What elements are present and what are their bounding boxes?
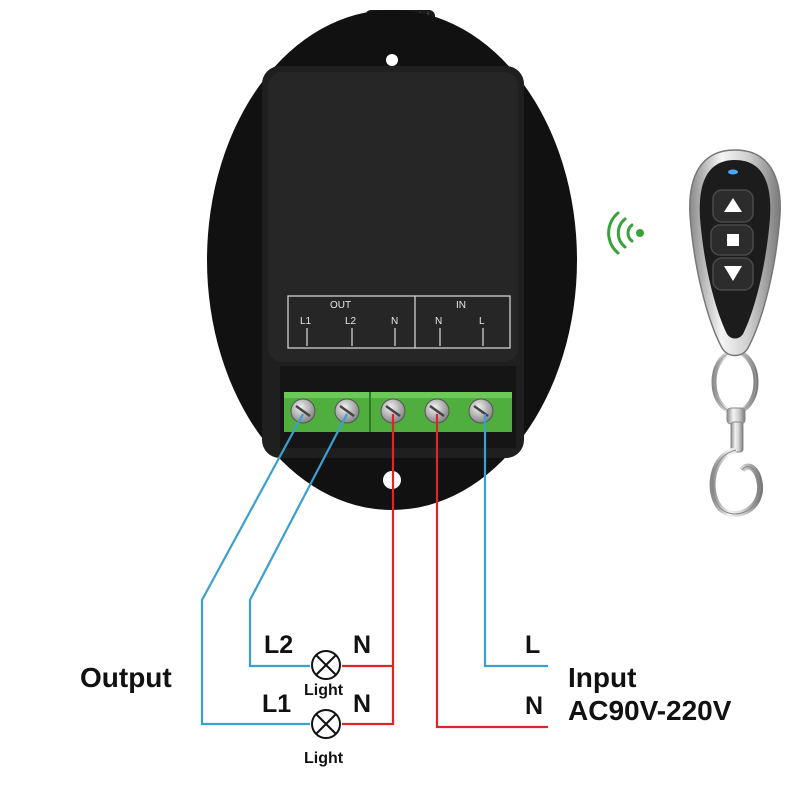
load-bottom-line-label: L1 bbox=[262, 690, 292, 718]
terminal-label-n-in: N bbox=[435, 316, 442, 327]
terminal-label-n-out: N bbox=[391, 316, 398, 327]
out-group-label: OUT bbox=[330, 300, 351, 311]
remote-down-icon bbox=[724, 266, 742, 281]
terminal-label-l1: L1 bbox=[300, 316, 312, 327]
terminal-block bbox=[280, 366, 516, 448]
load-bottom-neutral-label: N bbox=[353, 690, 372, 718]
wire-l-in bbox=[483, 414, 548, 668]
input-neutral-label: N bbox=[525, 692, 544, 720]
remote-stop-icon bbox=[727, 234, 739, 246]
wire-n-in bbox=[435, 414, 548, 729]
wires bbox=[200, 413, 548, 729]
terminal-label-l-in: L bbox=[479, 316, 485, 327]
input-line-label: L bbox=[525, 631, 541, 659]
wire-l2 bbox=[248, 413, 348, 668]
light-bulb-icon bbox=[311, 650, 341, 680]
input-label: Input bbox=[568, 662, 637, 693]
wireless-signal-icon bbox=[607, 211, 644, 255]
load-top-line-label: L2 bbox=[264, 631, 294, 659]
load-top-caption: Light bbox=[304, 682, 344, 699]
load-top-neutral-label: N bbox=[353, 631, 372, 659]
load-bottom-caption: Light bbox=[304, 750, 344, 767]
light-bulb-icon bbox=[311, 709, 341, 739]
output-label: Output bbox=[80, 662, 172, 693]
wire-l1 bbox=[200, 413, 310, 726]
wire-n-out bbox=[342, 414, 395, 726]
remote-up-icon bbox=[724, 198, 742, 212]
terminal-label-l2: L2 bbox=[345, 316, 357, 327]
in-group-label: IN bbox=[456, 300, 466, 311]
remote-control bbox=[689, 149, 781, 517]
input-voltage-label: AC90V-220V bbox=[568, 695, 732, 726]
relay-housing: OUT IN L1 L2 N N L bbox=[262, 66, 524, 458]
